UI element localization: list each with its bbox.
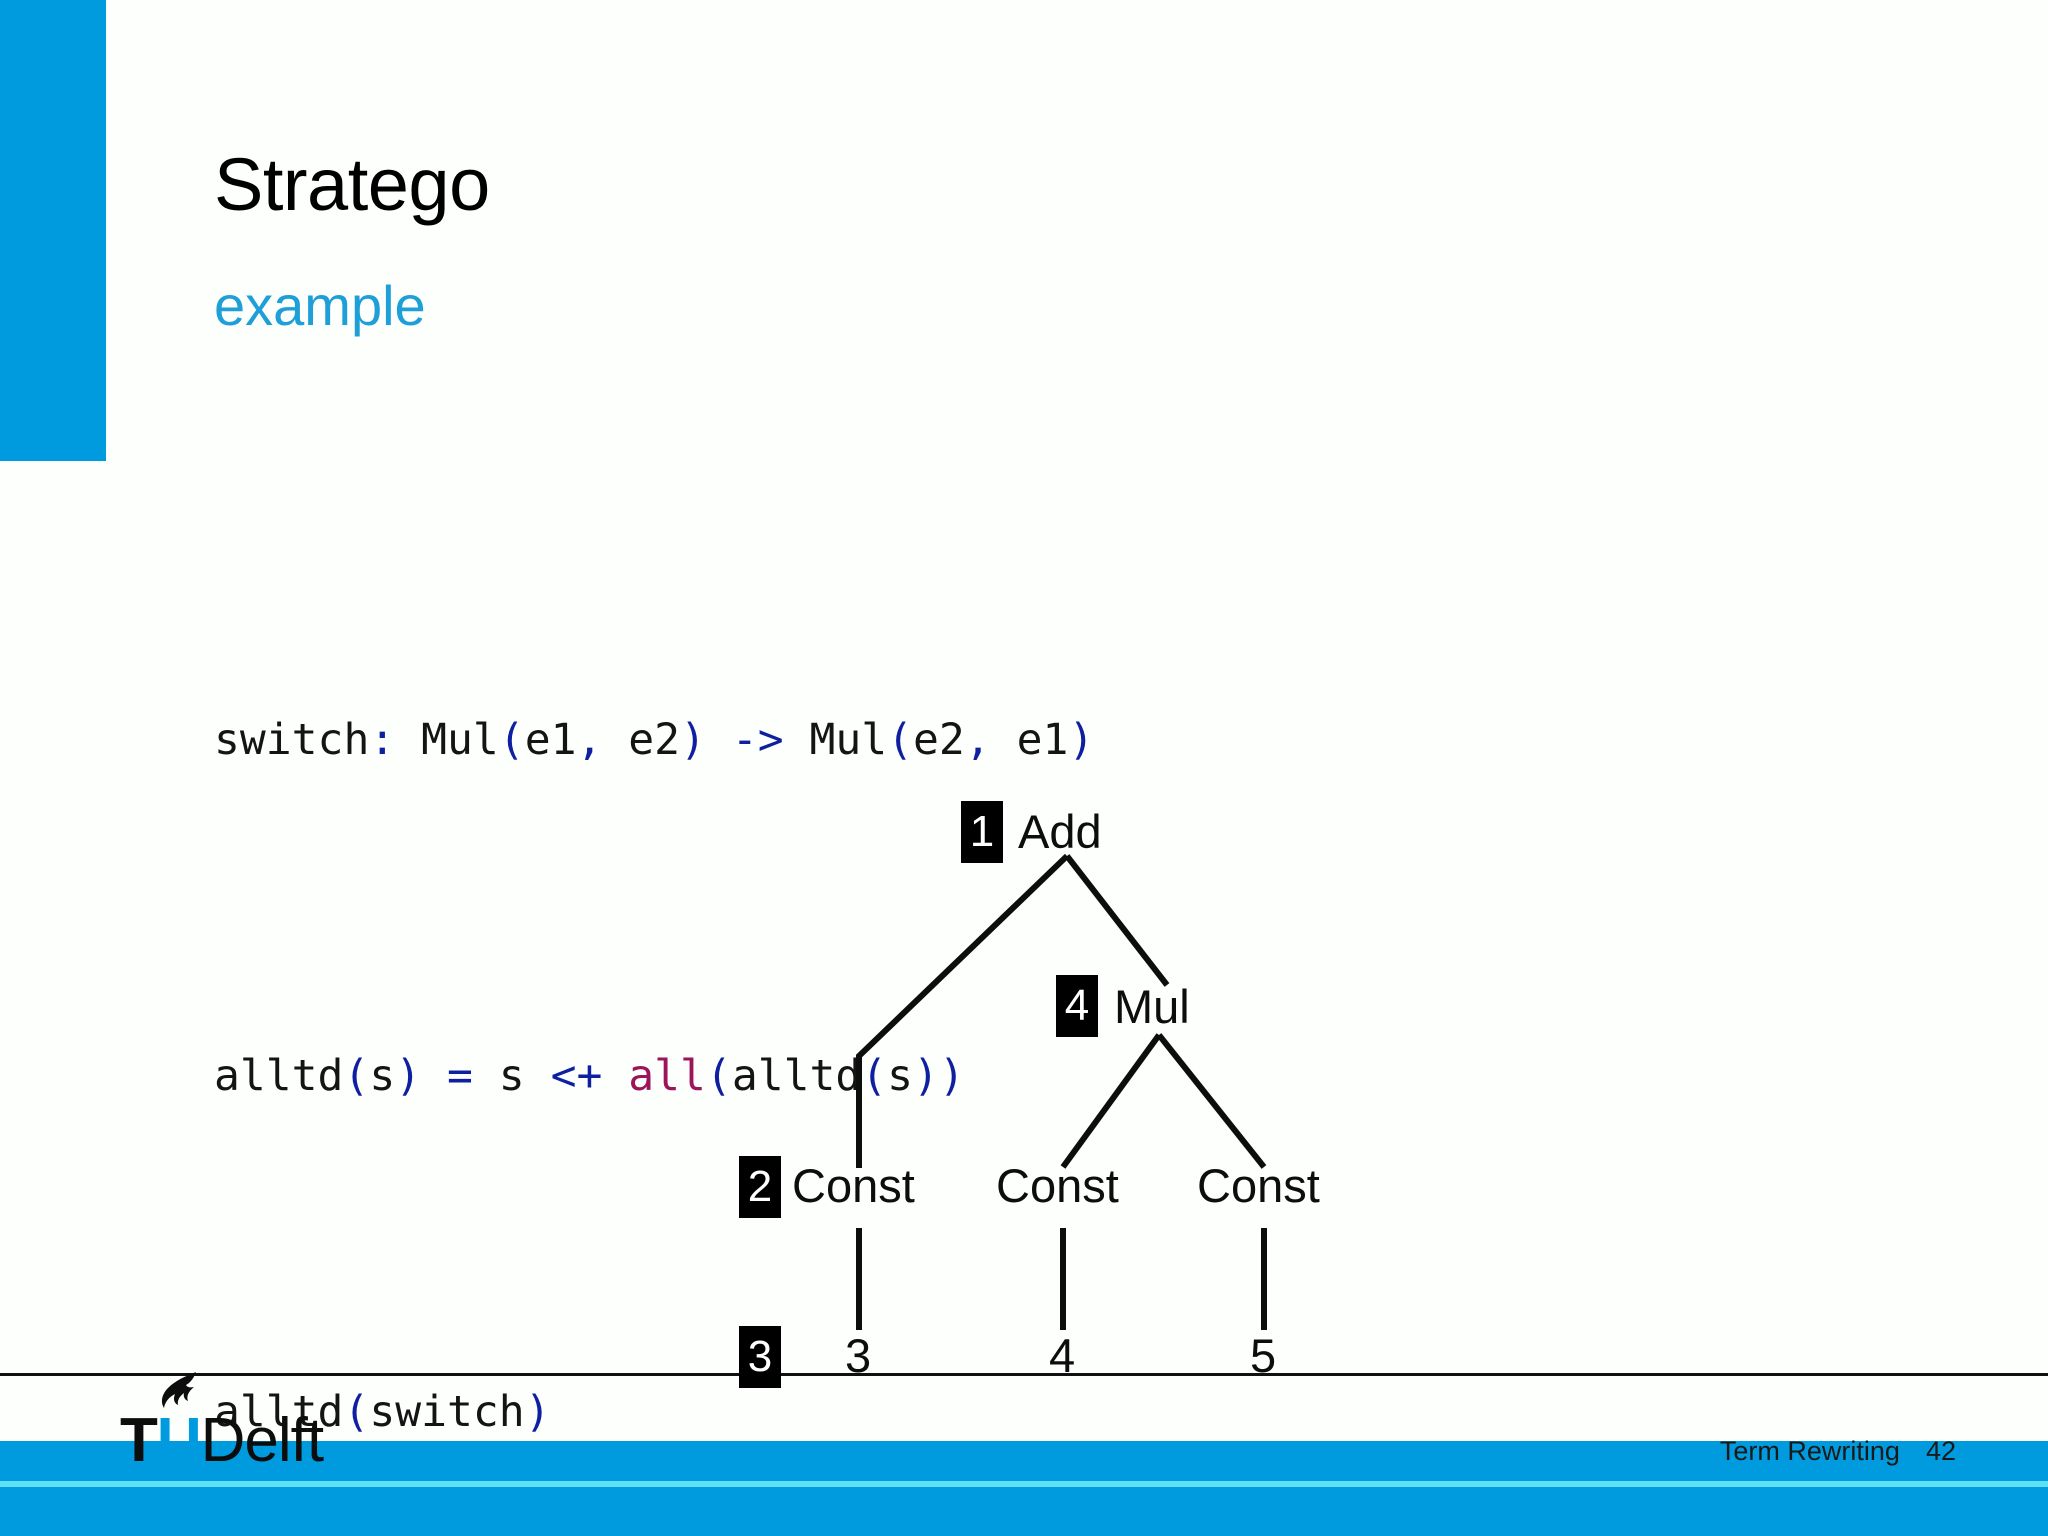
code-token: s	[887, 1051, 914, 1101]
step-badge-1: 1	[961, 801, 1003, 863]
slide-subtitle: example	[214, 274, 426, 337]
edge-mul-to-const-right	[1156, 1033, 1267, 1169]
step-badge-2: 2	[739, 1156, 781, 1218]
code-token	[602, 1051, 628, 1101]
code-token: (	[705, 1051, 732, 1101]
code-token: ,	[576, 715, 603, 765]
tree-leaf-5: 5	[1250, 1329, 1277, 1382]
code-token: e2	[602, 715, 681, 765]
tree-node-mul: Mul	[1114, 980, 1190, 1033]
code-token: e1	[524, 715, 577, 765]
code-token: alltd	[214, 1051, 344, 1101]
code-token: ,	[964, 715, 991, 765]
code-token: ))	[913, 1051, 965, 1101]
logo-word-delft: Delft	[200, 1406, 324, 1475]
tudelft-wordmark: TUDelft	[120, 1372, 324, 1472]
code-block: switch: Mul(e1, e2) -> Mul(e2, e1) alltd…	[214, 460, 1094, 1536]
footer-divider-rule	[0, 1373, 2048, 1376]
code-token: )	[395, 1051, 422, 1101]
code-token: s	[369, 1051, 396, 1101]
tree-node-add: Add	[1018, 805, 1102, 858]
code-token	[421, 1051, 447, 1101]
code-token: :	[369, 715, 396, 765]
code-line-alltd-switch-call: alltd(switch)	[214, 1356, 1094, 1468]
footer-accent-band-bottom	[0, 1487, 2048, 1536]
code-token: ->	[731, 715, 784, 765]
code-token: )	[524, 1387, 551, 1437]
code-token: switch	[369, 1387, 525, 1437]
tudelft-logo: TUDelft	[120, 1372, 324, 1472]
code-token	[706, 715, 732, 765]
tree-leaf-3: 3	[845, 1329, 872, 1382]
code-token: (	[861, 1051, 888, 1101]
code-token: (	[343, 1051, 370, 1101]
step-badge-4: 4	[1056, 975, 1098, 1037]
code-token: e1	[990, 715, 1069, 765]
code-token: =	[447, 1051, 473, 1101]
code-token: all	[628, 1051, 706, 1101]
tree-node-const-mid: Const	[996, 1159, 1119, 1212]
footer-page-number: 42	[1925, 1436, 1956, 1466]
code-token: alltd	[731, 1051, 862, 1101]
code-token: switch	[214, 715, 370, 765]
footer-accent-band-divider	[0, 1481, 2048, 1487]
code-token: )	[680, 715, 706, 765]
code-token: (	[887, 715, 914, 765]
logo-letter-t: T	[120, 1406, 158, 1475]
footer-meta: Term Rewriting 42	[0, 1436, 2048, 1467]
code-token: alltd	[214, 1387, 344, 1437]
code-token: Mul	[395, 715, 499, 765]
slide-title: Stratego	[214, 143, 490, 226]
logo-letter-u: U	[156, 1406, 202, 1475]
code-line-switch-rule: switch: Mul(e1, e2) -> Mul(e2, e1)	[214, 684, 1094, 796]
tree-node-const-left: Const	[792, 1159, 915, 1212]
left-accent-bar	[0, 0, 106, 461]
flame-icon	[161, 1372, 196, 1408]
code-token: <+	[550, 1051, 603, 1101]
code-token: s	[472, 1051, 551, 1101]
tree-leaf-4: 4	[1049, 1329, 1076, 1382]
code-token: e2	[913, 715, 965, 765]
code-token: Mul	[783, 715, 888, 765]
tree-node-const-right: Const	[1197, 1159, 1320, 1212]
footer-accent-band-top	[0, 1441, 2048, 1481]
code-token: )	[1068, 715, 1095, 765]
step-badge-3: 3	[739, 1326, 781, 1388]
code-token: (	[498, 715, 525, 765]
code-line-alltd-definition: alltd(s) = s <+ all(alltd(s))	[214, 1020, 1094, 1132]
code-token: (	[343, 1387, 370, 1437]
footer-course-name: Term Rewriting	[1719, 1436, 1900, 1466]
